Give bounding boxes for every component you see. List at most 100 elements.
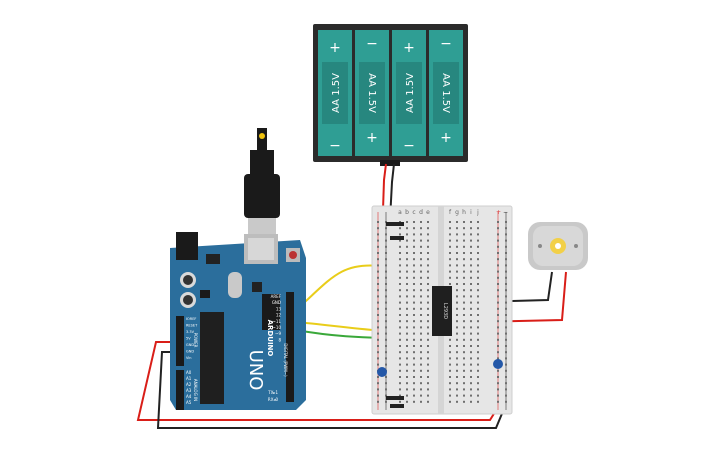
breadboard-hole[interactable] [497, 289, 499, 292]
breadboard-hole[interactable] [420, 227, 422, 230]
breadboard-hole[interactable] [427, 388, 429, 391]
breadboard-hole[interactable] [406, 351, 408, 354]
breadboard-hole[interactable] [463, 295, 465, 298]
breadboard-hole[interactable] [413, 264, 415, 267]
breadboard-hole[interactable] [413, 245, 415, 248]
breadboard-hole[interactable] [385, 245, 387, 248]
breadboard-hole[interactable] [413, 301, 415, 304]
breadboard-hole[interactable] [505, 276, 507, 279]
breadboard-hole[interactable] [377, 252, 379, 254]
breadboard-hole[interactable] [413, 295, 415, 298]
breadboard-hole[interactable] [385, 283, 387, 285]
breadboard-hole[interactable] [413, 233, 415, 236]
breadboard-hole[interactable] [413, 276, 415, 279]
breadboard-hole[interactable] [456, 307, 458, 310]
breadboard-hole[interactable] [463, 326, 465, 329]
breadboard-hole[interactable] [385, 227, 387, 230]
breadboard-hole[interactable] [449, 258, 451, 261]
breadboard-hole[interactable] [399, 289, 401, 292]
breadboard-hole[interactable] [477, 270, 479, 273]
breadboard-hole[interactable] [427, 283, 429, 285]
breadboard-hole[interactable] [470, 283, 472, 285]
breadboard-hole[interactable] [449, 400, 451, 403]
breadboard-hole[interactable] [477, 264, 479, 267]
breadboard-hole[interactable] [477, 258, 479, 261]
breadboard-hole[interactable] [399, 357, 401, 360]
breadboard-hole[interactable] [477, 326, 479, 329]
breadboard-hole[interactable] [399, 239, 401, 242]
breadboard-hole[interactable] [427, 320, 429, 323]
breadboard-hole[interactable] [420, 376, 422, 378]
breadboard-hole[interactable] [406, 239, 408, 242]
breadboard-hole[interactable] [413, 307, 415, 310]
breadboard-hole[interactable] [427, 295, 429, 298]
breadboard-hole[interactable] [427, 307, 429, 310]
breadboard-hole[interactable] [470, 289, 472, 292]
breadboard-hole[interactable] [463, 345, 465, 347]
breadboard-hole[interactable] [420, 388, 422, 391]
breadboard-hole[interactable] [420, 320, 422, 323]
breadboard-hole[interactable] [470, 295, 472, 298]
breadboard-hole[interactable] [463, 301, 465, 304]
breadboard-hole[interactable] [399, 245, 401, 248]
breadboard-hole[interactable] [449, 221, 451, 223]
breadboard-hole[interactable] [427, 357, 429, 360]
breadboard-hole[interactable] [505, 326, 507, 329]
breadboard-hole[interactable] [470, 345, 472, 347]
breadboard-hole[interactable] [463, 270, 465, 273]
breadboard-hole[interactable] [497, 345, 499, 347]
breadboard-hole[interactable] [413, 363, 415, 366]
breadboard-hole[interactable] [385, 258, 387, 261]
breadboard-hole[interactable] [497, 264, 499, 267]
breadboard-hole[interactable] [449, 394, 451, 397]
breadboard-hole[interactable] [477, 252, 479, 254]
breadboard-hole[interactable] [377, 314, 379, 316]
breadboard-hole[interactable] [456, 394, 458, 397]
breadboard-hole[interactable] [413, 270, 415, 273]
breadboard-hole[interactable] [399, 233, 401, 236]
breadboard-hole[interactable] [385, 338, 387, 341]
breadboard-hole[interactable] [456, 351, 458, 354]
breadboard-hole[interactable] [449, 245, 451, 248]
breadboard-hole[interactable] [413, 338, 415, 341]
breadboard-hole[interactable] [477, 276, 479, 279]
breadboard-hole[interactable] [377, 270, 379, 273]
breadboard-hole[interactable] [406, 307, 408, 310]
breadboard-hole[interactable] [505, 270, 507, 273]
breadboard-hole[interactable] [385, 388, 387, 391]
breadboard-hole[interactable] [470, 338, 472, 341]
breadboard-hole[interactable] [377, 283, 379, 285]
breadboard-hole[interactable] [497, 376, 499, 378]
breadboard-hole[interactable] [377, 239, 379, 242]
breadboard-hole[interactable] [477, 376, 479, 378]
dc-motor[interactable] [528, 222, 588, 270]
breadboard-hole[interactable] [427, 369, 429, 372]
breadboard-hole[interactable] [399, 369, 401, 372]
breadboard-hole[interactable] [497, 245, 499, 248]
breadboard-hole[interactable] [449, 252, 451, 254]
breadboard-hole[interactable] [406, 252, 408, 254]
breadboard-hole[interactable] [377, 264, 379, 267]
breadboard-hole[interactable] [385, 326, 387, 329]
breadboard-hole[interactable] [399, 388, 401, 391]
breadboard-hole[interactable] [477, 382, 479, 385]
breadboard-hole[interactable] [477, 394, 479, 397]
breadboard-hole[interactable] [427, 245, 429, 248]
breadboard-hole[interactable] [477, 307, 479, 310]
breadboard-hole[interactable] [385, 382, 387, 385]
breadboard-hole[interactable] [406, 326, 408, 329]
breadboard-hole[interactable] [413, 239, 415, 242]
breadboard-hole[interactable] [406, 270, 408, 273]
breadboard-hole[interactable] [399, 270, 401, 273]
breadboard-hole[interactable] [377, 382, 379, 385]
breadboard-hole[interactable] [420, 363, 422, 366]
l293d-chip[interactable] [432, 286, 452, 336]
breadboard-hole[interactable] [470, 252, 472, 254]
breadboard-hole[interactable] [406, 320, 408, 323]
breadboard-hole[interactable] [470, 239, 472, 242]
breadboard-hole[interactable] [477, 388, 479, 391]
breadboard-hole[interactable] [470, 258, 472, 261]
breadboard-hole[interactable] [449, 345, 451, 347]
breadboard-hole[interactable] [427, 301, 429, 304]
